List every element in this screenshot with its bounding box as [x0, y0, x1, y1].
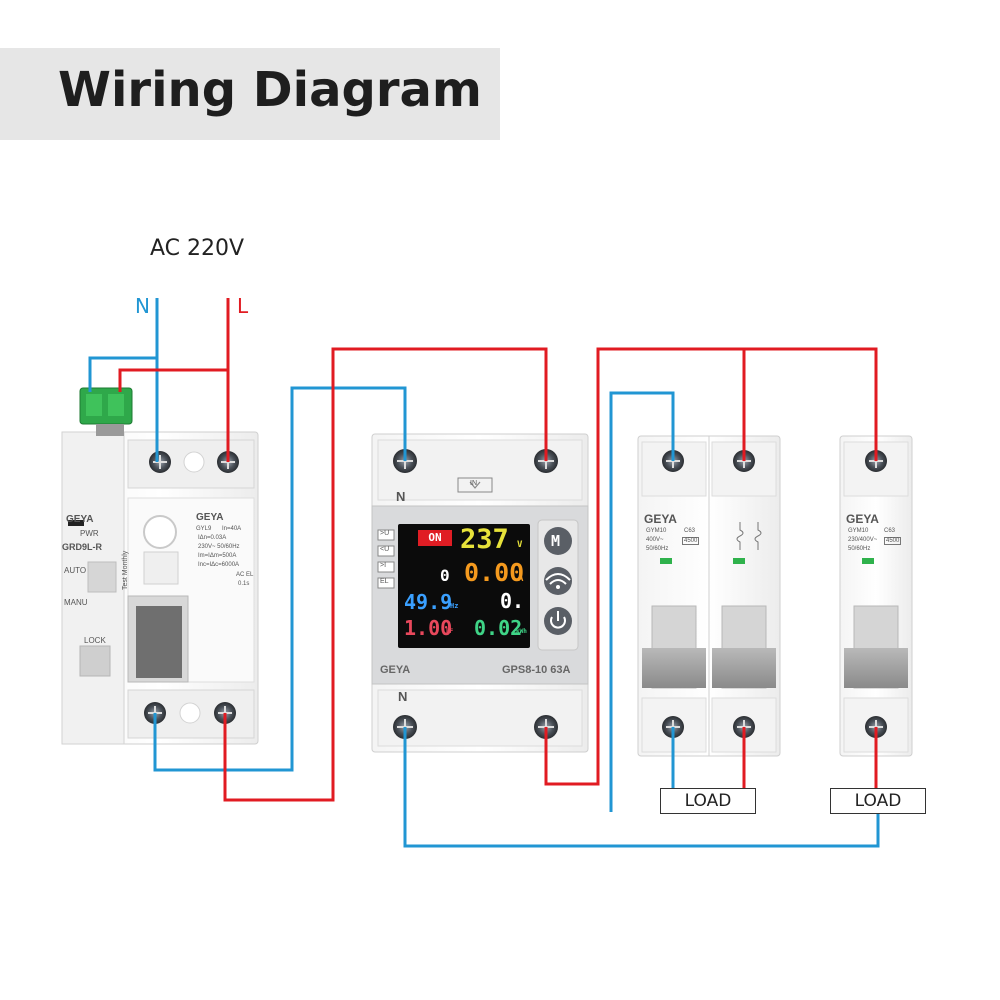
- page-title: Wiring Diagram: [58, 62, 482, 118]
- mcb1-model: GYM10: [848, 528, 869, 534]
- live-wire-meter-out: [544, 347, 878, 786]
- rcbo-spec-model: GYL9: [196, 526, 212, 532]
- mcb1-rating: 4500: [884, 537, 902, 545]
- rcbo-brand-face: GEYA: [196, 512, 224, 523]
- rcbo-spec-inc: Inc=IΔc=6000A: [198, 562, 240, 568]
- mcb1-volt: 230/400V~: [848, 537, 878, 543]
- meter-ind-el: EL: [380, 578, 389, 585]
- mcb-1pole-device: [839, 435, 913, 757]
- wifi-icon: [549, 579, 567, 585]
- neutral-wire-meter-out: [403, 727, 880, 848]
- meter-m-button: [544, 527, 572, 555]
- meter-ind-oc: >I: [380, 562, 387, 569]
- rcbo-device: [61, 387, 259, 745]
- live-wire-terminal: [118, 368, 228, 392]
- load-box-1: LOAD: [660, 788, 756, 814]
- load-box-2: LOAD: [830, 788, 926, 814]
- meter-ind-uv: <U: [380, 546, 390, 553]
- breaker-symbol-icon: [754, 522, 762, 550]
- meter-in-label: IN: [470, 480, 477, 487]
- in-arrow-icon: [469, 481, 481, 489]
- meter-model: GPS8-10 63A: [502, 664, 571, 676]
- supply-label: AC 220V: [150, 236, 245, 261]
- rcbo-pwr-label: PWR: [80, 529, 99, 538]
- mcb2-freq: 50/60Hz: [646, 546, 669, 552]
- live-wire-rcbo-out: [223, 347, 548, 802]
- meter-freq: 49.9: [404, 590, 453, 614]
- rcbo-spec-im: Im=IΔm=500A: [198, 553, 237, 559]
- rcbo-spec-volt: 230V~ 50/60Hz: [198, 544, 240, 550]
- meter-current-unit: A: [518, 574, 524, 584]
- meter-energy-unit: kWh: [516, 628, 527, 635]
- rcbo-spec-in: In=40A: [222, 526, 242, 532]
- mcb2-brand: GEYA: [644, 512, 677, 526]
- rcbo-spec-t: 0.1s: [238, 581, 250, 587]
- meter-voltage: 237: [460, 524, 509, 555]
- mcb2-curve: C63: [684, 528, 696, 534]
- meter-n-top: N: [396, 489, 406, 504]
- title-banner: [0, 48, 500, 140]
- screw-icon: [149, 451, 171, 473]
- rcbo-manu-label: MANU: [64, 598, 88, 607]
- rcbo-test-label: Test Monthly: [122, 550, 129, 590]
- meter-pf: 1.00: [404, 616, 453, 640]
- status-led: [862, 558, 874, 564]
- neutral-wire-mcb2-in: [609, 391, 675, 812]
- meter-power: 0.: [500, 589, 525, 613]
- mcb1-brand: GEYA: [846, 512, 879, 526]
- mcb1-freq: 50/60Hz: [848, 546, 871, 552]
- pwr-led: [68, 520, 84, 526]
- rcbo-spec-idn: IΔn=0.03A: [198, 535, 227, 541]
- mcb2-rating: 4500: [682, 537, 700, 545]
- live-label: L: [237, 294, 249, 318]
- status-led: [660, 558, 672, 564]
- meter-brand: GEYA: [380, 664, 411, 676]
- meter-voltage-unit: V: [517, 540, 523, 550]
- rcbo-handle: [136, 606, 182, 678]
- rcbo-brand: GEYA: [66, 514, 94, 525]
- rcbo-spec-ac: AC EL: [236, 572, 254, 578]
- meter-on-badge: ON: [418, 530, 452, 546]
- neutral-wire-terminal: [88, 356, 157, 392]
- rcbo-lock-label: LOCK: [84, 636, 106, 645]
- rcbo-model: GRD9L-R: [62, 542, 102, 552]
- meter-m-button-label: M: [551, 532, 561, 550]
- rcbo-auto-label: AUTO: [64, 566, 87, 575]
- meter-energy: 0.02: [474, 616, 523, 640]
- live-wires: [118, 298, 878, 802]
- meter-lcd: [398, 524, 530, 648]
- mcb-handle: [712, 648, 776, 688]
- meter-freq-unit: Hz: [450, 602, 459, 610]
- mcb2-volt: 400V~: [646, 537, 664, 543]
- neutral-wires: [88, 298, 880, 848]
- meter-n-bottom: N: [398, 689, 408, 704]
- neutral-label: N: [135, 294, 150, 318]
- breaker-symbol-icon: [736, 522, 744, 550]
- meter-ind-ov: >U: [380, 530, 390, 537]
- mcb-handle: [844, 648, 908, 688]
- mcb-handle: [642, 648, 706, 688]
- meter-current: 0.00: [464, 558, 525, 587]
- neutral-wire-rcbo-out: [153, 386, 407, 772]
- meter-pf-unit: PF: [446, 628, 454, 635]
- test-button: [143, 515, 177, 549]
- mcb1-curve: C63: [884, 528, 896, 534]
- mcb-2pole-device: [637, 435, 781, 757]
- mcb2-model: GYM10: [646, 528, 667, 534]
- status-led: [733, 558, 745, 564]
- meter-current-prefix: 0: [440, 566, 450, 585]
- power-icon: [550, 616, 566, 629]
